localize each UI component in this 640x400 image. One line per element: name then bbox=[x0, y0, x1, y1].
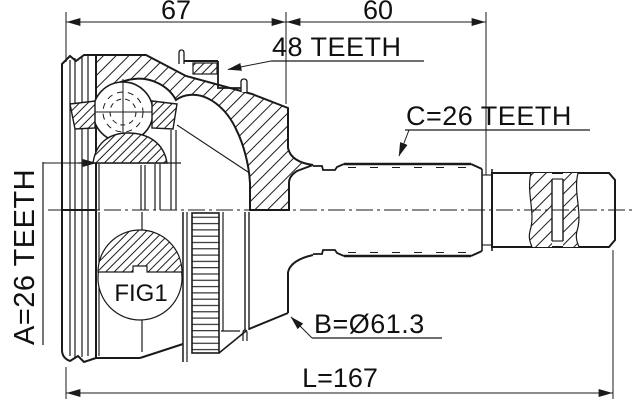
clamp-tab-right bbox=[240, 78, 248, 92]
dim-length-value: L=167 bbox=[302, 363, 378, 393]
label-a-26-teeth: A=26 TEETH bbox=[9, 159, 97, 345]
label-b-diameter: B=Ø61.3 bbox=[290, 309, 442, 339]
leader-arrow bbox=[227, 60, 272, 71]
bell-lower-contour bbox=[218, 330, 247, 354]
leader-arrow bbox=[290, 316, 313, 339]
cage-block-left bbox=[69, 100, 96, 130]
outer-spline-label: C=26 TEETH bbox=[406, 101, 572, 131]
track-edge-line bbox=[176, 124, 249, 173]
label-48-teeth: 48 TEETH bbox=[227, 32, 424, 71]
figure-reference-label: FIG1 bbox=[114, 280, 167, 307]
label-c-26-teeth: C=26 TEETH bbox=[398, 101, 590, 157]
joint-internals-upper bbox=[69, 79, 249, 210]
cage-block-right bbox=[151, 100, 178, 130]
break-line bbox=[528, 172, 533, 248]
inner-spline-label: A=26 TEETH bbox=[9, 169, 41, 345]
clamp-tab-left bbox=[178, 49, 185, 64]
dimension-60: 60 bbox=[286, 0, 487, 175]
dim-60-value: 60 bbox=[363, 0, 393, 25]
abs-ring-section-hatched bbox=[192, 62, 218, 75]
abs-ring-teeth-label: 48 TEETH bbox=[272, 32, 402, 62]
dim-67-value: 67 bbox=[161, 0, 191, 25]
dimension-67: 67 bbox=[65, 0, 287, 104]
leader-arrow bbox=[398, 129, 410, 157]
outer-race-wall-hatched bbox=[95, 54, 314, 211]
bell-neck-fillet bbox=[287, 254, 314, 273]
joint-exterior-lower bbox=[96, 212, 314, 362]
shaft-neck-bottom bbox=[313, 249, 345, 257]
outer-diameter-label: B=Ø61.3 bbox=[314, 309, 425, 339]
dimension-l167: L=167 bbox=[65, 250, 614, 399]
abs-ring-teeth-band bbox=[191, 212, 220, 354]
shaft-neck-top bbox=[313, 163, 345, 171]
fig1-snap-ring-section bbox=[97, 229, 183, 273]
break-line bbox=[575, 172, 580, 248]
outer-race-section bbox=[95, 54, 314, 211]
bell-mouth-chamfer bbox=[248, 312, 289, 330]
inner-race-dome bbox=[92, 132, 168, 164]
left-face-block bbox=[61, 54, 97, 364]
broken-out-hatch-right bbox=[563, 173, 579, 247]
abs-ring-clamp-cluster bbox=[178, 49, 248, 92]
bottom-chamfer-line bbox=[139, 343, 184, 359]
